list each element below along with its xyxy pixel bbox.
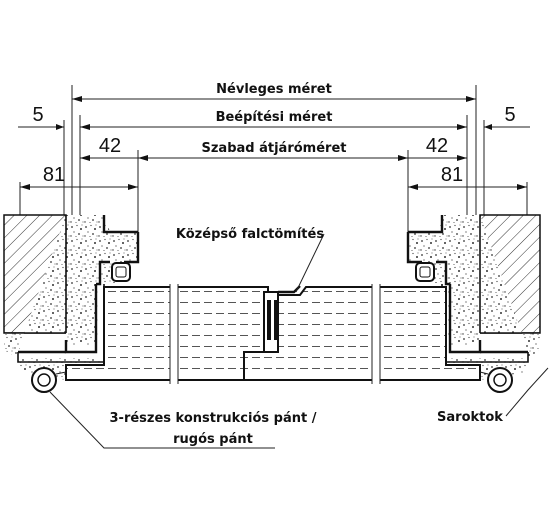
left-42-dimension: 42	[99, 135, 121, 157]
hinge-label-line2: rugós pánt	[173, 432, 253, 447]
right-5-dimension: 5	[504, 104, 515, 126]
left-wall	[3, 214, 138, 380]
right-81-dimension: 81	[441, 164, 463, 186]
right-wall	[408, 214, 541, 380]
nominal-size-label: Névleges méret	[216, 82, 332, 97]
left-hinge	[31, 367, 67, 393]
center-seal-label: Középső falctömítés	[176, 227, 324, 242]
leader-lines	[49, 233, 549, 449]
left-5-dimension: 5	[32, 104, 43, 126]
clear-passage-label: Szabad átjáróméret	[202, 141, 347, 156]
right-hinge	[479, 367, 513, 393]
right-door-leaf	[243, 282, 481, 386]
dimension-lines	[18, 85, 530, 250]
hinge-label-line1: 3-részes konstrukciós pánt /	[110, 411, 317, 426]
left-81-dimension: 81	[43, 164, 65, 186]
installation-size-label: Beépítési méret	[216, 110, 333, 125]
corner-frame-label: Saroktok	[437, 410, 503, 425]
right-42-dimension: 42	[426, 135, 448, 157]
